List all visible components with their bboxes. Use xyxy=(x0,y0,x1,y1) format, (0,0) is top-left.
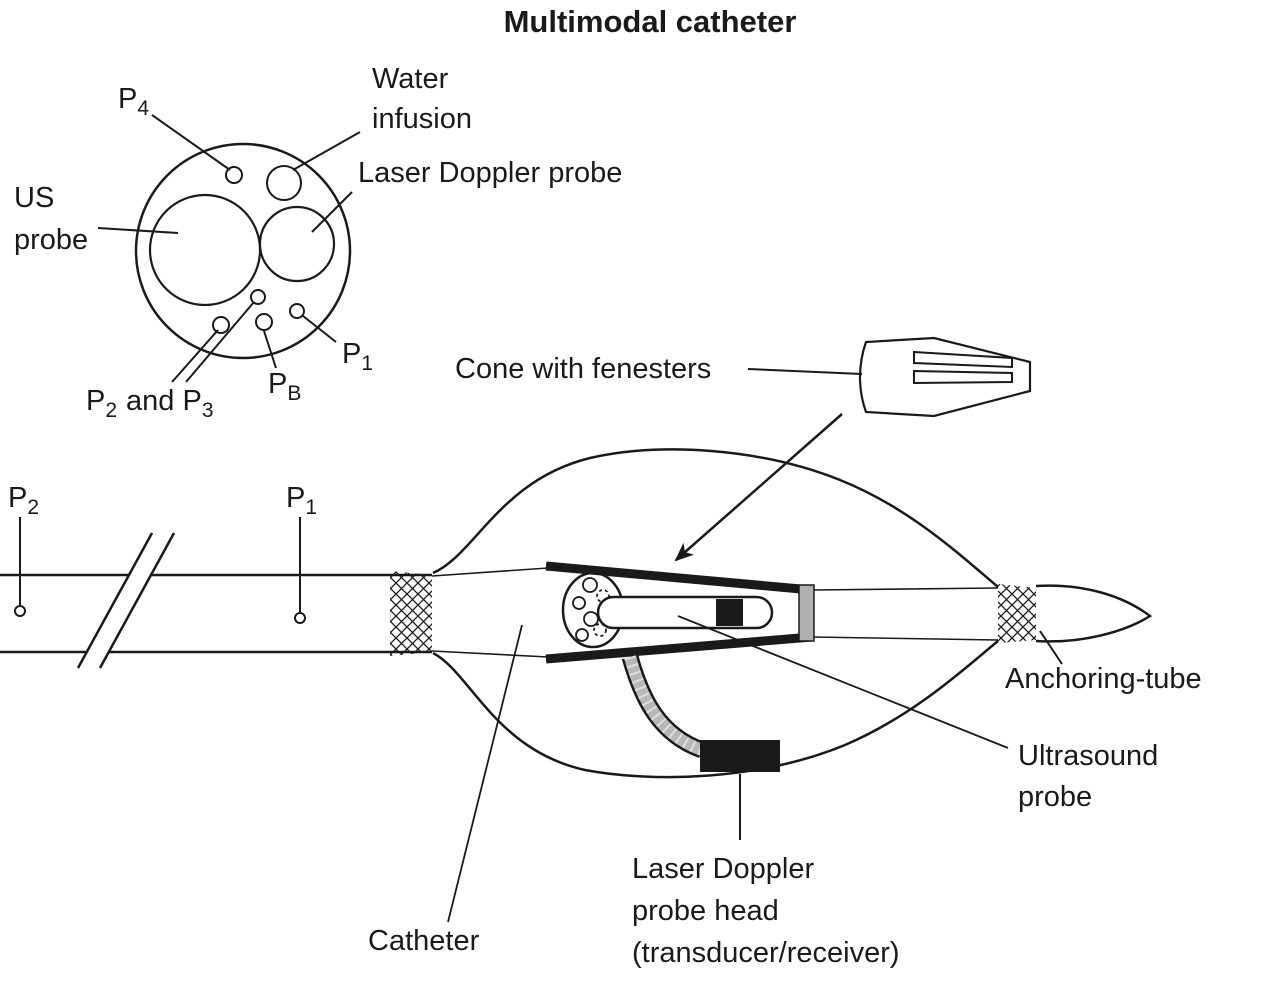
laser-doppler-leader-line xyxy=(311,191,353,233)
ultrasound-probe-leader-line xyxy=(677,615,1009,749)
p1-label: P1 xyxy=(342,338,373,375)
cone-arrow xyxy=(674,413,843,562)
p3-leader-line xyxy=(185,301,255,383)
side-view: P2 P1 xyxy=(0,336,1202,969)
p2-shaft-label: P2 xyxy=(8,482,39,519)
fenester-hole xyxy=(575,628,589,642)
cone-label-connector-line xyxy=(747,368,863,375)
catheter-leader-line xyxy=(447,624,523,923)
us-probe-leader-line xyxy=(97,227,179,234)
catheter-cross-section-outline xyxy=(134,142,352,360)
cross-section-view: P4 Water infusion Laser Doppler probe US… xyxy=(14,63,622,422)
pb-leader-line xyxy=(263,330,277,369)
p1-shaft-label: P1 xyxy=(286,482,317,519)
ultrasound-probe-body xyxy=(596,595,774,630)
break-mark-line-1 xyxy=(76,532,154,669)
laser-fiber-tube-outline xyxy=(621,654,706,759)
cone-detail-fenester-slot-2 xyxy=(913,369,1013,385)
inner-tube-bottom-right xyxy=(811,636,999,641)
ultrasound-probe-label-line2: probe xyxy=(1018,781,1092,813)
break-mark-line-2 xyxy=(98,532,176,669)
p3-port xyxy=(250,289,266,305)
fenester-hole xyxy=(596,589,610,603)
water-infusion-label-line1: Water xyxy=(372,63,449,95)
laser-doppler-lumen xyxy=(258,205,336,283)
fenester-hole xyxy=(583,611,599,627)
ultrasound-probe-label-line1: Ultrasound xyxy=(1018,740,1158,772)
diagram-title: Multimodal catheter xyxy=(504,4,797,39)
inner-tube-bottom-left xyxy=(431,650,549,658)
fenester-hole xyxy=(593,623,607,637)
cone-detail-outline xyxy=(858,336,1032,418)
water-infusion-label-line2: infusion xyxy=(372,103,472,135)
pb-port xyxy=(255,313,273,331)
p2-port xyxy=(212,316,230,334)
water-infusion-lumen xyxy=(266,165,302,201)
us-probe-lumen xyxy=(148,193,262,307)
cone-detail-fenester-slot-1 xyxy=(913,350,1013,369)
p4-leader-line xyxy=(151,114,231,171)
ultrasound-transducer-block xyxy=(716,599,743,626)
cone-top-wall xyxy=(545,561,813,595)
right-anchoring-mesh xyxy=(998,584,1036,643)
p1-leader-line xyxy=(302,315,337,343)
laser-head-label-line3: (transducer/receiver) xyxy=(632,937,900,969)
laser-doppler-probe-label: Laser Doppler probe xyxy=(358,157,622,189)
fenester-hole xyxy=(572,596,586,610)
us-probe-label-line1: US xyxy=(14,182,54,214)
laser-head-label-line2: probe head xyxy=(632,895,779,927)
fenester-hole xyxy=(582,577,598,593)
us-probe-label-line2: probe xyxy=(14,224,88,256)
left-anchoring-mesh xyxy=(390,571,432,656)
inner-tube-top-right xyxy=(811,587,999,591)
laser-doppler-probe-head xyxy=(700,740,780,772)
anchoring-tube-leader-line xyxy=(1039,630,1063,665)
cone-bottom-wall xyxy=(545,632,813,664)
p2-leader-line xyxy=(171,329,219,383)
water-infusion-leader-line xyxy=(292,131,361,171)
anchoring-tube-tip xyxy=(1035,584,1153,643)
laser-fiber-tube xyxy=(624,655,705,756)
p1-shaft-port xyxy=(294,612,306,624)
cone-with-fenesters-label: Cone with fenesters xyxy=(455,353,711,385)
p2-shaft-port xyxy=(14,605,26,617)
balloon-top-outline xyxy=(432,448,999,588)
balloon-bottom-outline xyxy=(432,640,999,779)
cone-detail-drawing xyxy=(858,336,1032,418)
p1-port xyxy=(289,303,305,319)
catheter-label: Catheter xyxy=(368,925,480,957)
p4-port xyxy=(225,166,243,184)
pb-label: PB xyxy=(268,368,301,405)
inner-tube-top-left xyxy=(431,567,549,577)
p4-label: P4 xyxy=(118,83,149,120)
laser-head-label-line1: Laser Doppler xyxy=(632,853,814,885)
anchoring-tube-label: Anchoring-tube xyxy=(1005,663,1202,695)
cone-end-gray-bar xyxy=(798,584,815,642)
